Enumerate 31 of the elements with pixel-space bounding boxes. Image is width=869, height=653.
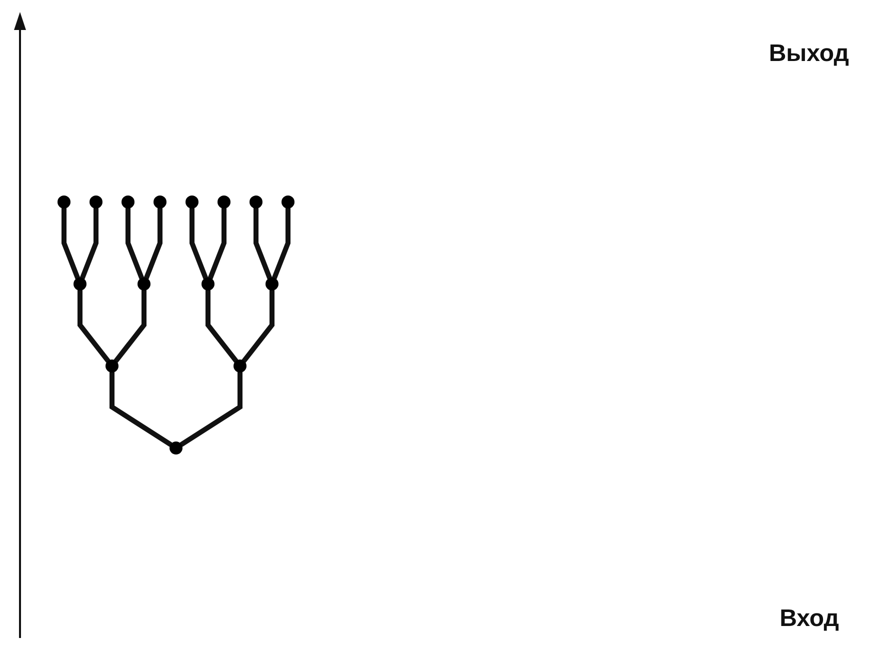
- connector: [80, 208, 98, 280]
- node-circle: [202, 278, 214, 290]
- node-circle: [154, 196, 166, 208]
- node-circle: [170, 442, 182, 454]
- node-circle: [58, 196, 70, 208]
- connector: [62, 208, 80, 280]
- connector: [110, 372, 172, 447]
- connector: [126, 208, 144, 280]
- node-circle: [282, 196, 294, 208]
- node-circle: [186, 196, 198, 208]
- connector: [190, 208, 208, 280]
- layer-label: Вход: [780, 605, 839, 633]
- node-circle: [250, 196, 262, 208]
- node-circle: [74, 278, 86, 290]
- connector: [254, 208, 272, 280]
- node-circle: [218, 196, 230, 208]
- node-circle: [234, 360, 246, 372]
- connector: [144, 208, 162, 280]
- node-circle: [90, 196, 102, 208]
- connector: [242, 290, 274, 363]
- connector: [206, 290, 238, 363]
- layer-label: Выход: [768, 40, 849, 68]
- connector: [114, 290, 146, 363]
- node-circle: [138, 278, 150, 290]
- node-circle: [122, 196, 134, 208]
- connector: [272, 208, 290, 280]
- node-circle: [266, 278, 278, 290]
- node-circle: [106, 360, 118, 372]
- connector: [208, 208, 226, 280]
- connector: [180, 372, 242, 447]
- connector: [78, 290, 110, 363]
